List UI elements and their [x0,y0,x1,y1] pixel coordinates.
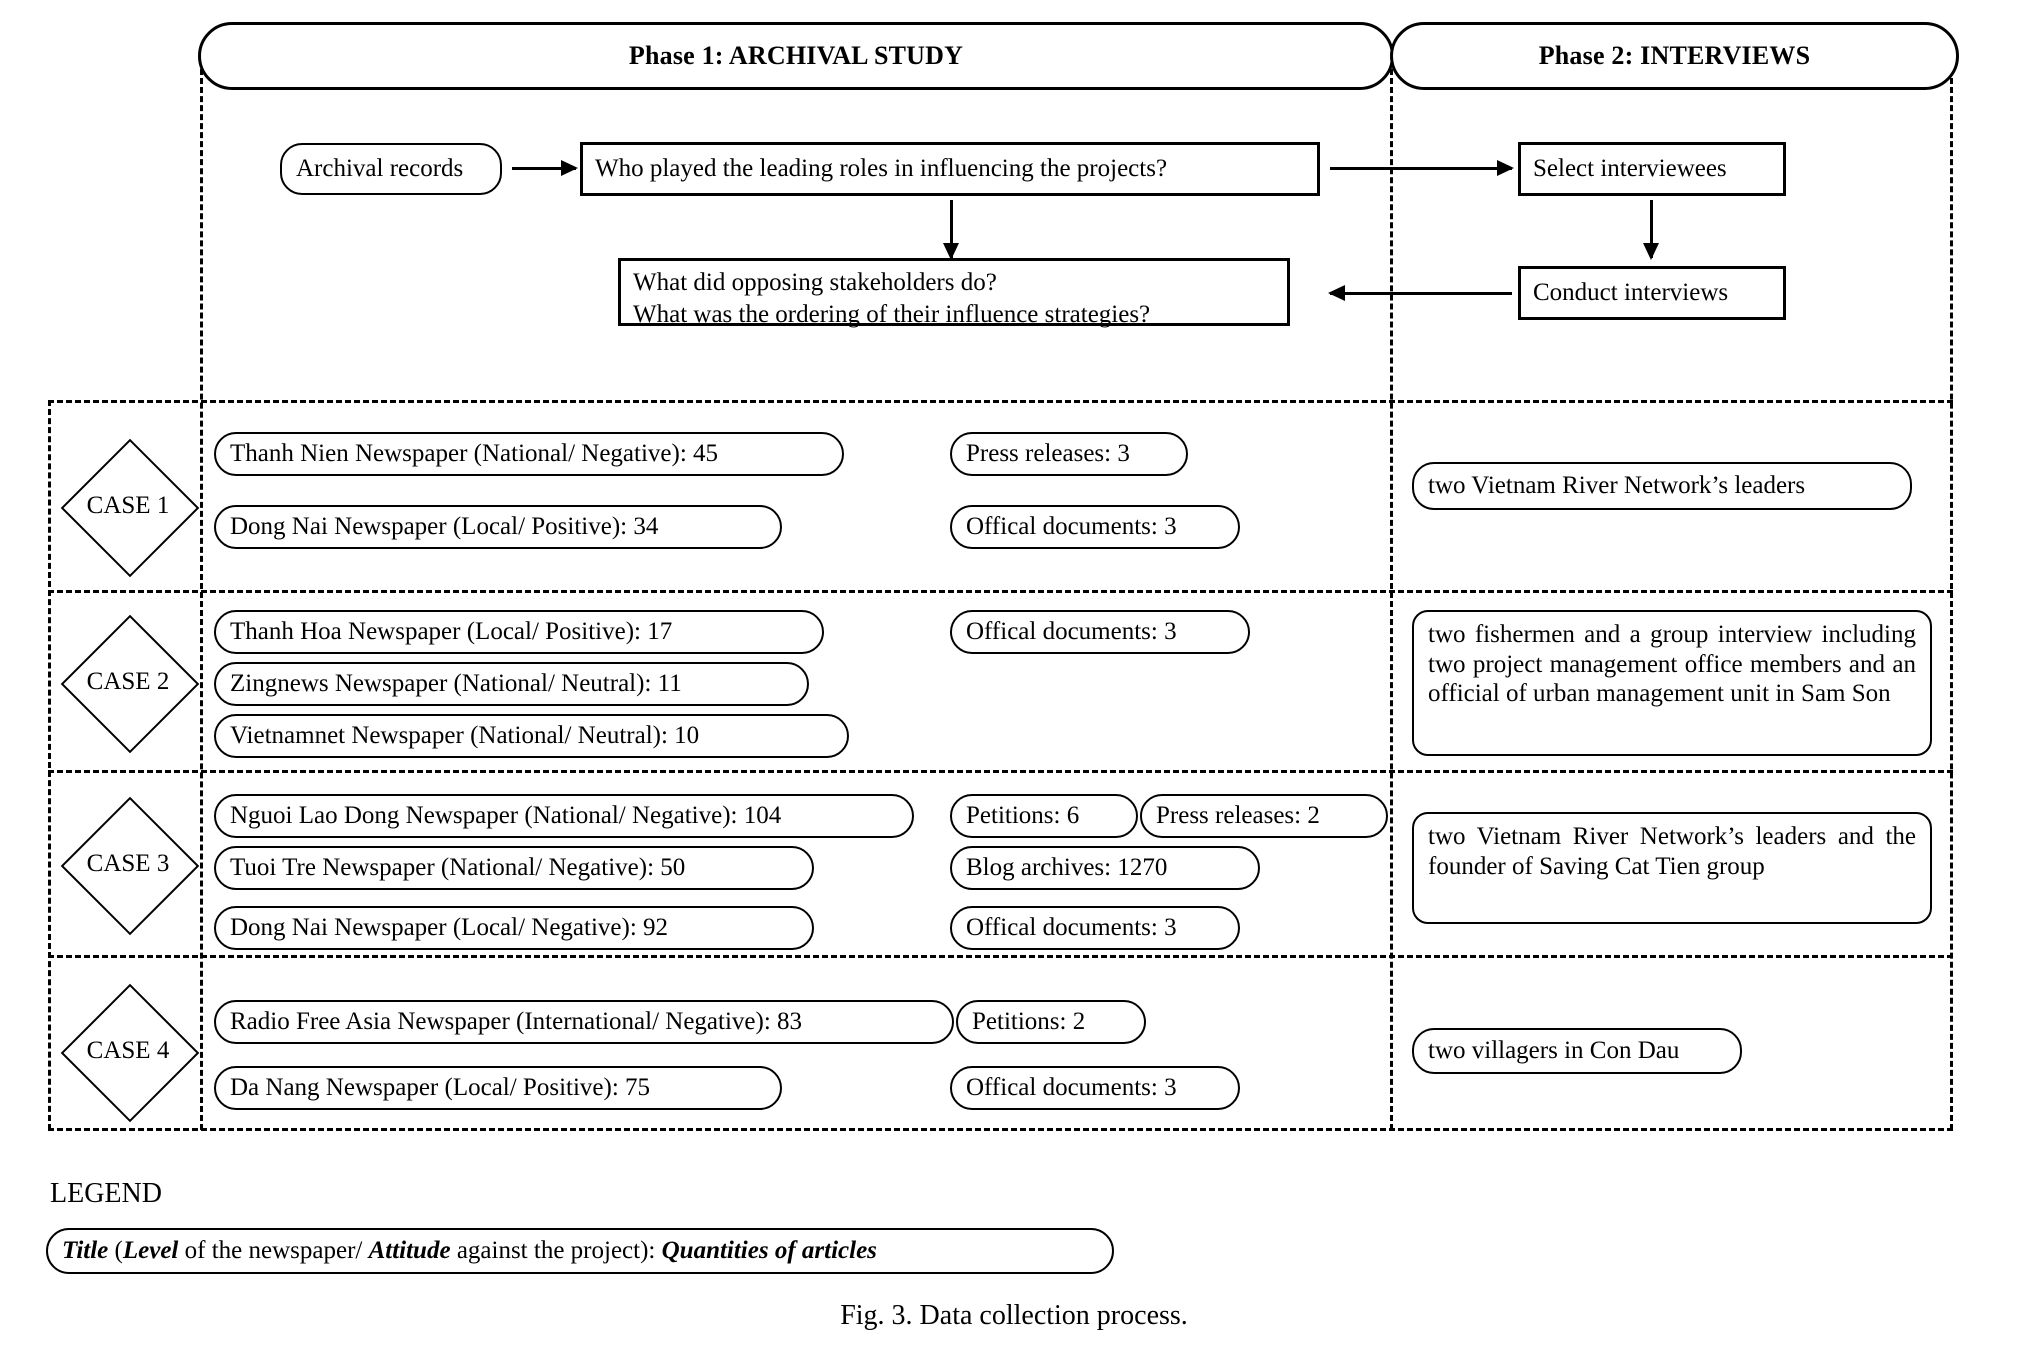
legend-part-attitude: Attitude [368,1237,451,1265]
column-divider-phase [1390,60,1393,1130]
case-3-interviews-label: two Vietnam River Network’s leaders and … [1428,823,1916,880]
conduct-interviews-node: Conduct interviews [1518,266,1786,320]
case-4-interviews-label: two villagers in Con Dau [1428,1037,1680,1065]
archival-records-node: Archival records [280,143,502,195]
conduct-interviews-label: Conduct interviews [1533,279,1729,306]
case-4-newspaper-1-label: Radio Free Asia Newspaper (International… [230,1008,803,1036]
case-2-document-1: Offical documents: 3 [950,610,1250,654]
case-4-newspaper-1: Radio Free Asia Newspaper (International… [214,1000,954,1044]
case-2-document-1-label: Offical documents: 3 [966,618,1177,646]
legend-part-against-project: against the project): [450,1237,662,1265]
arrow-question1-to-select [1330,160,1514,176]
arrow-conduct-to-question2 [1328,285,1512,301]
phase-2-label: Phase 2: INTERVIEWS [1538,41,1811,70]
case-2-label: CASE 2 [86,668,170,695]
case-3-newspaper-1: Nguoi Lao Dong Newspaper (National/ Nega… [214,794,914,838]
question-1-label: Who played the leading roles in influenc… [595,155,1168,182]
case-2-newspaper-1-label: Thanh Hoa Newspaper (Local/ Positive): 1… [230,618,673,646]
arrow-select-to-conduct [1643,200,1659,260]
case-2-interviews: two fishermen and a group interview incl… [1412,610,1932,756]
case-4-label: CASE 4 [86,1037,170,1064]
case-3-document-3: Blog archives: 1270 [950,846,1260,890]
case-1-newspaper-2-label: Dong Nai Newspaper (Local/ Positive): 34 [230,513,659,541]
case-3-newspaper-3-label: Dong Nai Newspaper (Local/ Negative): 92 [230,914,669,942]
case-1-document-2: Offical documents: 3 [950,505,1240,549]
case-4-document-2-label: Offical documents: 3 [966,1074,1177,1102]
case-3-newspaper-1-label: Nguoi Lao Dong Newspaper (National/ Nega… [230,802,782,830]
case-3-document-1-label: Petitions: 6 [966,802,1080,830]
case-1-interviews: two Vietnam River Network’s leaders [1412,462,1912,510]
case-2-newspaper-2-label: Zingnews Newspaper (National/ Neutral): … [230,670,682,698]
legend-part-quantities: Quantities of articles [661,1237,877,1265]
case-3-newspaper-3: Dong Nai Newspaper (Local/ Negative): 92 [214,906,814,950]
case-row-divider-top [48,400,1953,403]
case-4-newspaper-2: Da Nang Newspaper (Local/ Positive): 75 [214,1066,782,1110]
case-4-document-2: Offical documents: 3 [950,1066,1240,1110]
case-row-divider-1 [48,590,1953,593]
case-4-document-1: Petitions: 2 [956,1000,1146,1044]
legend-capsule: Title (Level of the newspaper/ Attitude … [46,1228,1114,1274]
case-4-interviews: two villagers in Con Dau [1412,1028,1742,1074]
arrow-question1-to-question2 [943,200,959,260]
case-2-newspaper-3: Vietnamnet Newspaper (National/ Neutral)… [214,714,849,758]
case-2-diamond: CASE 2 [60,614,200,754]
case-row-divider-bottom [48,1128,1953,1131]
question-2-line-1: What did opposing stakeholders do? [633,269,997,296]
case-3-label: CASE 3 [86,850,170,877]
case-2-newspaper-2: Zingnews Newspaper (National/ Neutral): … [214,662,809,706]
archival-records-label: Archival records [296,155,464,183]
case-1-diamond: CASE 1 [60,438,200,578]
case-4-diamond: CASE 4 [60,983,200,1123]
case-1-document-1-label: Press releases: 3 [966,440,1130,468]
column-divider-left [200,60,203,1130]
phase-1-header: Phase 1: ARCHIVAL STUDY [198,22,1394,90]
case-3-newspaper-2-label: Tuoi Tre Newspaper (National/ Negative):… [230,854,686,882]
case-3-document-4: Offical documents: 3 [950,906,1240,950]
case-4-document-1-label: Petitions: 2 [972,1008,1086,1036]
case-1-newspaper-1: Thanh Nien Newspaper (National/ Negative… [214,432,844,476]
case-2-newspaper-3-label: Vietnamnet Newspaper (National/ Neutral)… [230,722,700,750]
case-3-newspaper-2: Tuoi Tre Newspaper (National/ Negative):… [214,846,814,890]
figure-caption: Fig. 3. Data collection process. [840,1300,1188,1331]
column-divider-right [1950,60,1953,1130]
case-4-newspaper-2-label: Da Nang Newspaper (Local/ Positive): 75 [230,1074,651,1102]
case-3-document-2-label: Press releases: 2 [1156,802,1320,830]
legend-part-open-paren: ( [108,1237,123,1265]
case-3-document-2: Press releases: 2 [1140,794,1388,838]
select-interviewees-label: Select interviewees [1533,155,1727,182]
case-1-document-2-label: Offical documents: 3 [966,513,1177,541]
case-1-label: CASE 1 [86,492,170,519]
case-3-diamond: CASE 3 [60,796,200,936]
case-2-interviews-label: two fishermen and a group interview incl… [1428,621,1916,707]
case-3-document-4-label: Offical documents: 3 [966,914,1177,942]
case-row-divider-2 [48,770,1953,773]
legend-title: LEGEND [50,1178,162,1209]
case-1-newspaper-1-label: Thanh Nien Newspaper (National/ Negative… [230,440,719,468]
case-3-document-3-label: Blog archives: 1270 [966,854,1168,882]
phase-2-header: Phase 2: INTERVIEWS [1390,22,1959,90]
case-2-newspaper-1: Thanh Hoa Newspaper (Local/ Positive): 1… [214,610,824,654]
case-1-document-1: Press releases: 3 [950,432,1188,476]
phase-1-label: Phase 1: ARCHIVAL STUDY [628,41,964,70]
column-divider-cases [48,400,51,1130]
question-1-node: Who played the leading roles in influenc… [580,142,1320,196]
case-1-interviews-label: two Vietnam River Network’s leaders [1428,472,1806,500]
arrow-archival-to-question1 [512,160,578,176]
case-3-interviews: two Vietnam River Network’s leaders and … [1412,812,1932,924]
case-1-newspaper-2: Dong Nai Newspaper (Local/ Positive): 34 [214,505,782,549]
select-interviewees-node: Select interviewees [1518,142,1786,196]
case-row-divider-3 [48,955,1953,958]
legend-part-of-newspaper: of the newspaper/ [178,1237,369,1265]
question-2-node: What did opposing stakeholders do? What … [618,258,1290,328]
legend-text: Title (Level of the newspaper/ Attitude … [62,1236,877,1266]
legend-part-level: Level [122,1237,179,1265]
question-2-line-2: What was the ordering of their influence… [633,301,1151,328]
case-3-document-1: Petitions: 6 [950,794,1138,838]
legend-part-title: Title [62,1237,109,1265]
